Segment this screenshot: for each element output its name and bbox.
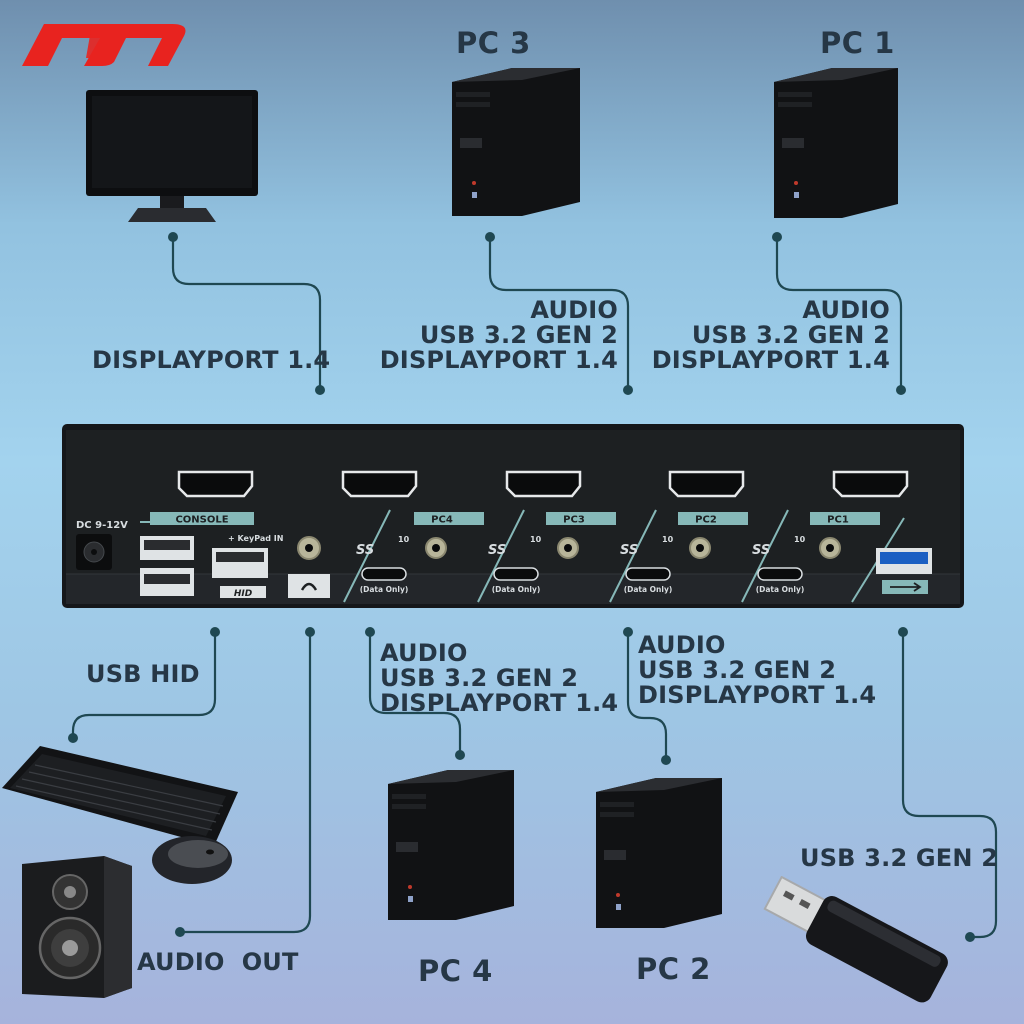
port-group-pc1: PC1 SS 10 (Data Only) bbox=[741, 470, 909, 603]
wire-pc4 bbox=[368, 632, 462, 755]
console-label: CONSOLE bbox=[175, 515, 228, 526]
port-label-pc4: PC4 bbox=[431, 515, 453, 526]
port-group-pc4: PC4 SS 10 (Data Only) bbox=[341, 470, 484, 603]
monitor-link-label: DISPLAYPORT 1.4 bbox=[92, 346, 331, 374]
svg-text:(Data Only): (Data Only) bbox=[360, 585, 409, 594]
port-label-pc1: PC1 bbox=[827, 515, 849, 526]
port-label-pc2: PC2 bbox=[695, 515, 717, 526]
wire-audio-out bbox=[180, 632, 312, 934]
pc4-tower-icon bbox=[388, 770, 514, 920]
svg-text:10: 10 bbox=[530, 535, 542, 544]
svg-text:10: 10 bbox=[662, 535, 674, 544]
svg-text:SS: SS bbox=[488, 543, 506, 558]
brand-logo bbox=[22, 24, 186, 66]
wire-pc2 bbox=[626, 632, 668, 760]
wire-monitor bbox=[171, 237, 322, 390]
keyboard-icon bbox=[2, 746, 238, 846]
usb-drive-icon bbox=[763, 876, 948, 1003]
wire-pc1 bbox=[775, 237, 903, 390]
svg-text:10: 10 bbox=[794, 535, 806, 544]
speaker-icon bbox=[22, 856, 132, 998]
pc1-title: PC 1 bbox=[820, 26, 895, 60]
port-label-pc3: PC3 bbox=[563, 515, 585, 526]
wire-usb-hid bbox=[71, 632, 217, 738]
svg-text:SS: SS bbox=[620, 543, 638, 558]
keypad-label: + KeyPad IN bbox=[228, 534, 283, 543]
wire-pc3 bbox=[488, 237, 630, 390]
pc2-title: PC 2 bbox=[636, 952, 711, 986]
wire-usb-drive bbox=[901, 632, 998, 939]
kvm-switch-panel: DC 9-12V CONSOLE + KeyPad IN HID PC4 SS … bbox=[62, 424, 964, 608]
dc-label: DC 9-12V bbox=[76, 520, 128, 531]
pc3-title: PC 3 bbox=[456, 26, 531, 60]
hid-label: HID bbox=[234, 589, 253, 599]
port-group-pc2: PC2 SS 10 (Data Only) bbox=[609, 470, 748, 603]
pc3-tower-icon bbox=[452, 68, 580, 216]
port-group-pc3: PC3 SS 10 (Data Only) bbox=[477, 470, 616, 603]
svg-text:(Data Only): (Data Only) bbox=[492, 585, 541, 594]
usb-hid-label: USB HID bbox=[86, 660, 200, 688]
monitor-icon bbox=[86, 90, 258, 222]
mouse-icon bbox=[152, 836, 232, 884]
pc4-title: PC 4 bbox=[418, 954, 493, 988]
svg-text:SS: SS bbox=[752, 543, 770, 558]
svg-text:10: 10 bbox=[398, 535, 410, 544]
audio-out-label: AUDIO OUT bbox=[137, 948, 299, 976]
pc2-tower-icon bbox=[596, 778, 722, 928]
pc1-tower-icon bbox=[774, 68, 898, 218]
svg-text:(Data Only): (Data Only) bbox=[624, 585, 673, 594]
usb-drive-link-label: USB 3.2 GEN 2 bbox=[800, 844, 999, 872]
svg-text:SS: SS bbox=[356, 543, 374, 558]
svg-text:(Data Only): (Data Only) bbox=[756, 585, 805, 594]
